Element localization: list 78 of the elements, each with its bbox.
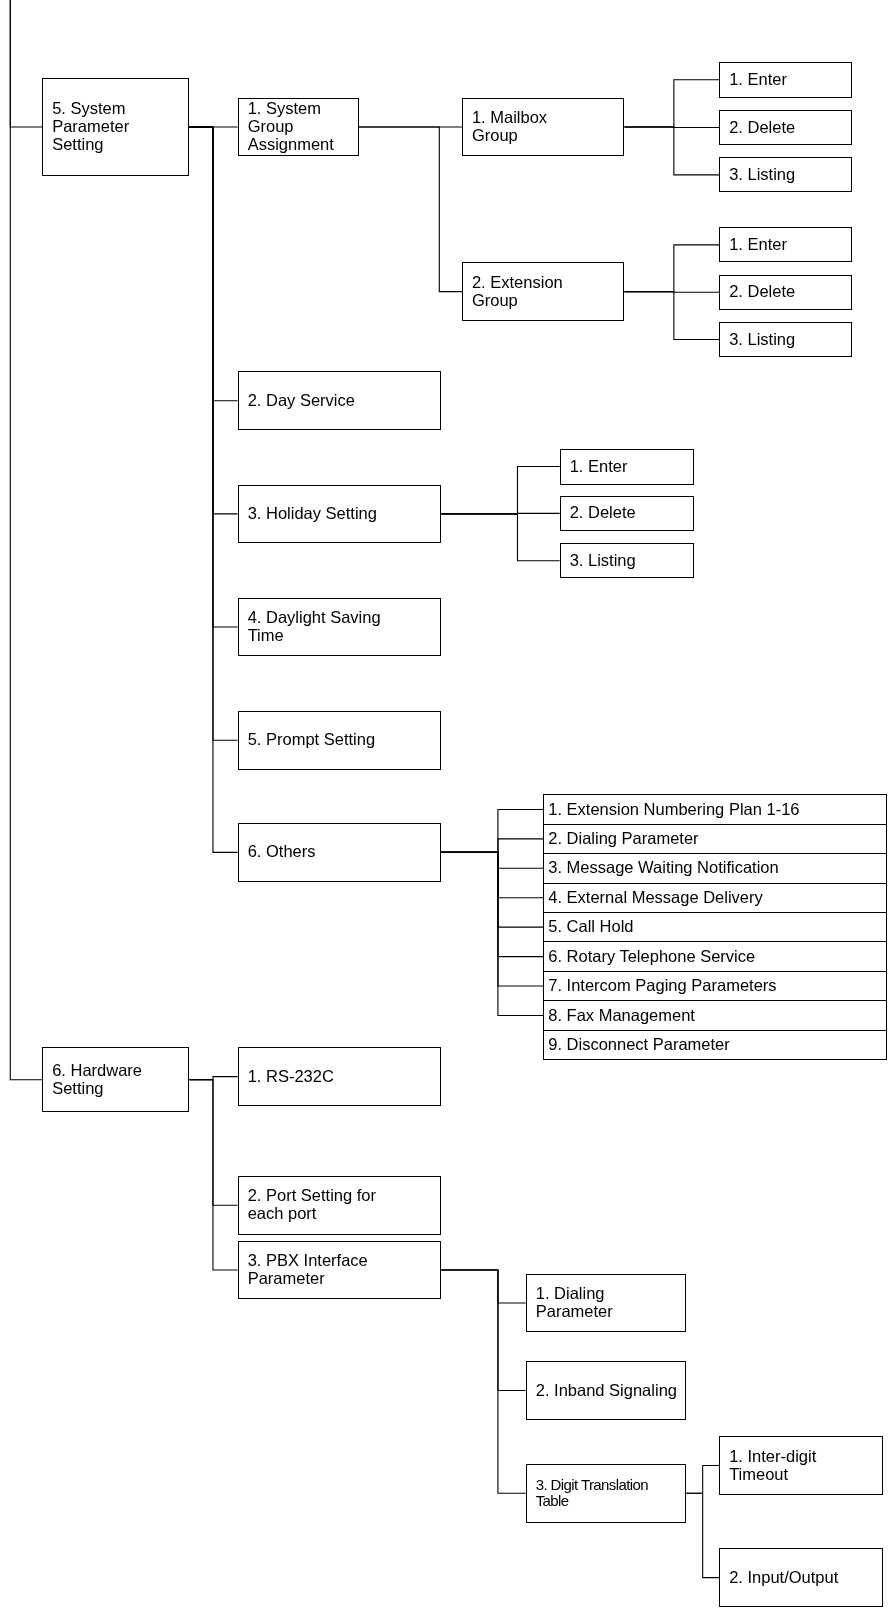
menu-box	[719, 110, 852, 146]
list-item-box	[543, 882, 887, 913]
menu-label: 5. Prompt Setting	[247, 731, 376, 750]
menu-label: 2. Dialing Parameter	[548, 829, 699, 848]
menu-label: 1. Enter	[569, 457, 628, 476]
menu-label: 2. Day Service	[247, 391, 355, 410]
connector-line	[358, 126, 463, 293]
connector-line	[440, 513, 561, 562]
menu-label: 6. Others	[247, 843, 316, 862]
menu-box	[719, 1548, 883, 1607]
menu-label: 7. Intercom Paging Parameters	[548, 977, 777, 995]
menu-label: 8. Fax Management	[548, 1006, 695, 1025]
connector-line	[9, 0, 43, 1081]
menu-label: 3. Digit Translation Table	[535, 1477, 649, 1510]
menu-box	[719, 227, 852, 263]
menu-label: 1. RS-232C	[247, 1067, 334, 1086]
menu-label: 5. Call Hold	[548, 918, 634, 937]
menu-box	[237, 597, 442, 657]
menu-box	[237, 823, 442, 882]
list-item-box	[543, 941, 887, 972]
menu-box	[719, 274, 852, 310]
menu-box	[525, 1361, 687, 1420]
menu-box	[719, 1436, 883, 1495]
menu-box	[525, 1464, 687, 1523]
menu-label: 4. External Message Delivery	[548, 888, 763, 907]
menu-label: 3. Message Waiting Notification	[548, 859, 779, 878]
menu-label: 9. Disconnect Parameter	[548, 1035, 730, 1054]
menu-label: 4. Daylight Saving Time	[247, 609, 382, 645]
menu-box	[237, 1175, 442, 1235]
connector-line	[623, 291, 720, 341]
menu-box	[237, 484, 442, 544]
connector-line	[685, 1492, 720, 1579]
connector-line	[623, 126, 720, 176]
menu-label: 1. Mailbox Group	[471, 109, 549, 145]
list-item-box	[543, 1029, 887, 1061]
menu-box	[719, 61, 852, 98]
menu-label: 3. Listing	[729, 166, 796, 184]
menu-label: 3. Listing	[569, 551, 636, 570]
menu-box	[719, 157, 852, 193]
menu-box	[461, 97, 625, 157]
menu-box	[237, 1240, 442, 1300]
menu-label: 1. Inter-digit Timeout	[729, 1447, 818, 1484]
menu-box	[42, 78, 190, 176]
menu-label: 5. System Parameter Setting	[52, 100, 131, 154]
menu-box	[237, 710, 442, 770]
menu-box	[237, 371, 442, 431]
menu-box	[237, 97, 360, 157]
menu-box	[525, 1273, 687, 1333]
menu-label: 1. Extension Numbering Plan 1-16	[548, 800, 800, 819]
menu-label: 1. System Group Assignment	[247, 100, 335, 154]
menu-box	[559, 448, 695, 485]
menu-label: 6. Rotary Telephone Service	[548, 947, 756, 966]
menu-label: 3. Listing	[729, 330, 796, 349]
menu-box	[461, 262, 625, 321]
menu-label: 2. Inband Signaling	[535, 1381, 677, 1400]
connector-line	[188, 1079, 239, 1271]
menu-box	[237, 1047, 442, 1106]
menu-label: 2. Input/Output	[729, 1568, 839, 1587]
list-item-box	[543, 794, 887, 825]
menu-label: 3. Holiday Setting	[247, 504, 377, 523]
menu-label: 2. Port Setting for each port	[247, 1187, 377, 1224]
list-item-box	[543, 853, 887, 884]
menu-box	[719, 322, 852, 357]
menu-box	[559, 495, 695, 531]
connector-line	[440, 1269, 527, 1494]
menu-label: 2. Extension Group	[471, 273, 564, 310]
menu-label: 1. Enter	[729, 235, 787, 254]
menu-box	[559, 543, 695, 579]
connector-line	[440, 851, 544, 1016]
menu-label: 2. Delete	[729, 283, 796, 302]
menu-label: 3. PBX Interface Parameter	[247, 1252, 369, 1288]
menu-label: 6. Hardware Setting	[52, 1061, 144, 1098]
menu-label: 2. Delete	[569, 504, 636, 523]
list-item-box	[543, 1000, 887, 1031]
menu-box	[42, 1047, 190, 1113]
menu-label: 2. Delete	[729, 118, 796, 137]
menu-label: 1. Dialing Parameter	[535, 1285, 614, 1321]
menu-label: 1. Enter	[729, 70, 787, 89]
